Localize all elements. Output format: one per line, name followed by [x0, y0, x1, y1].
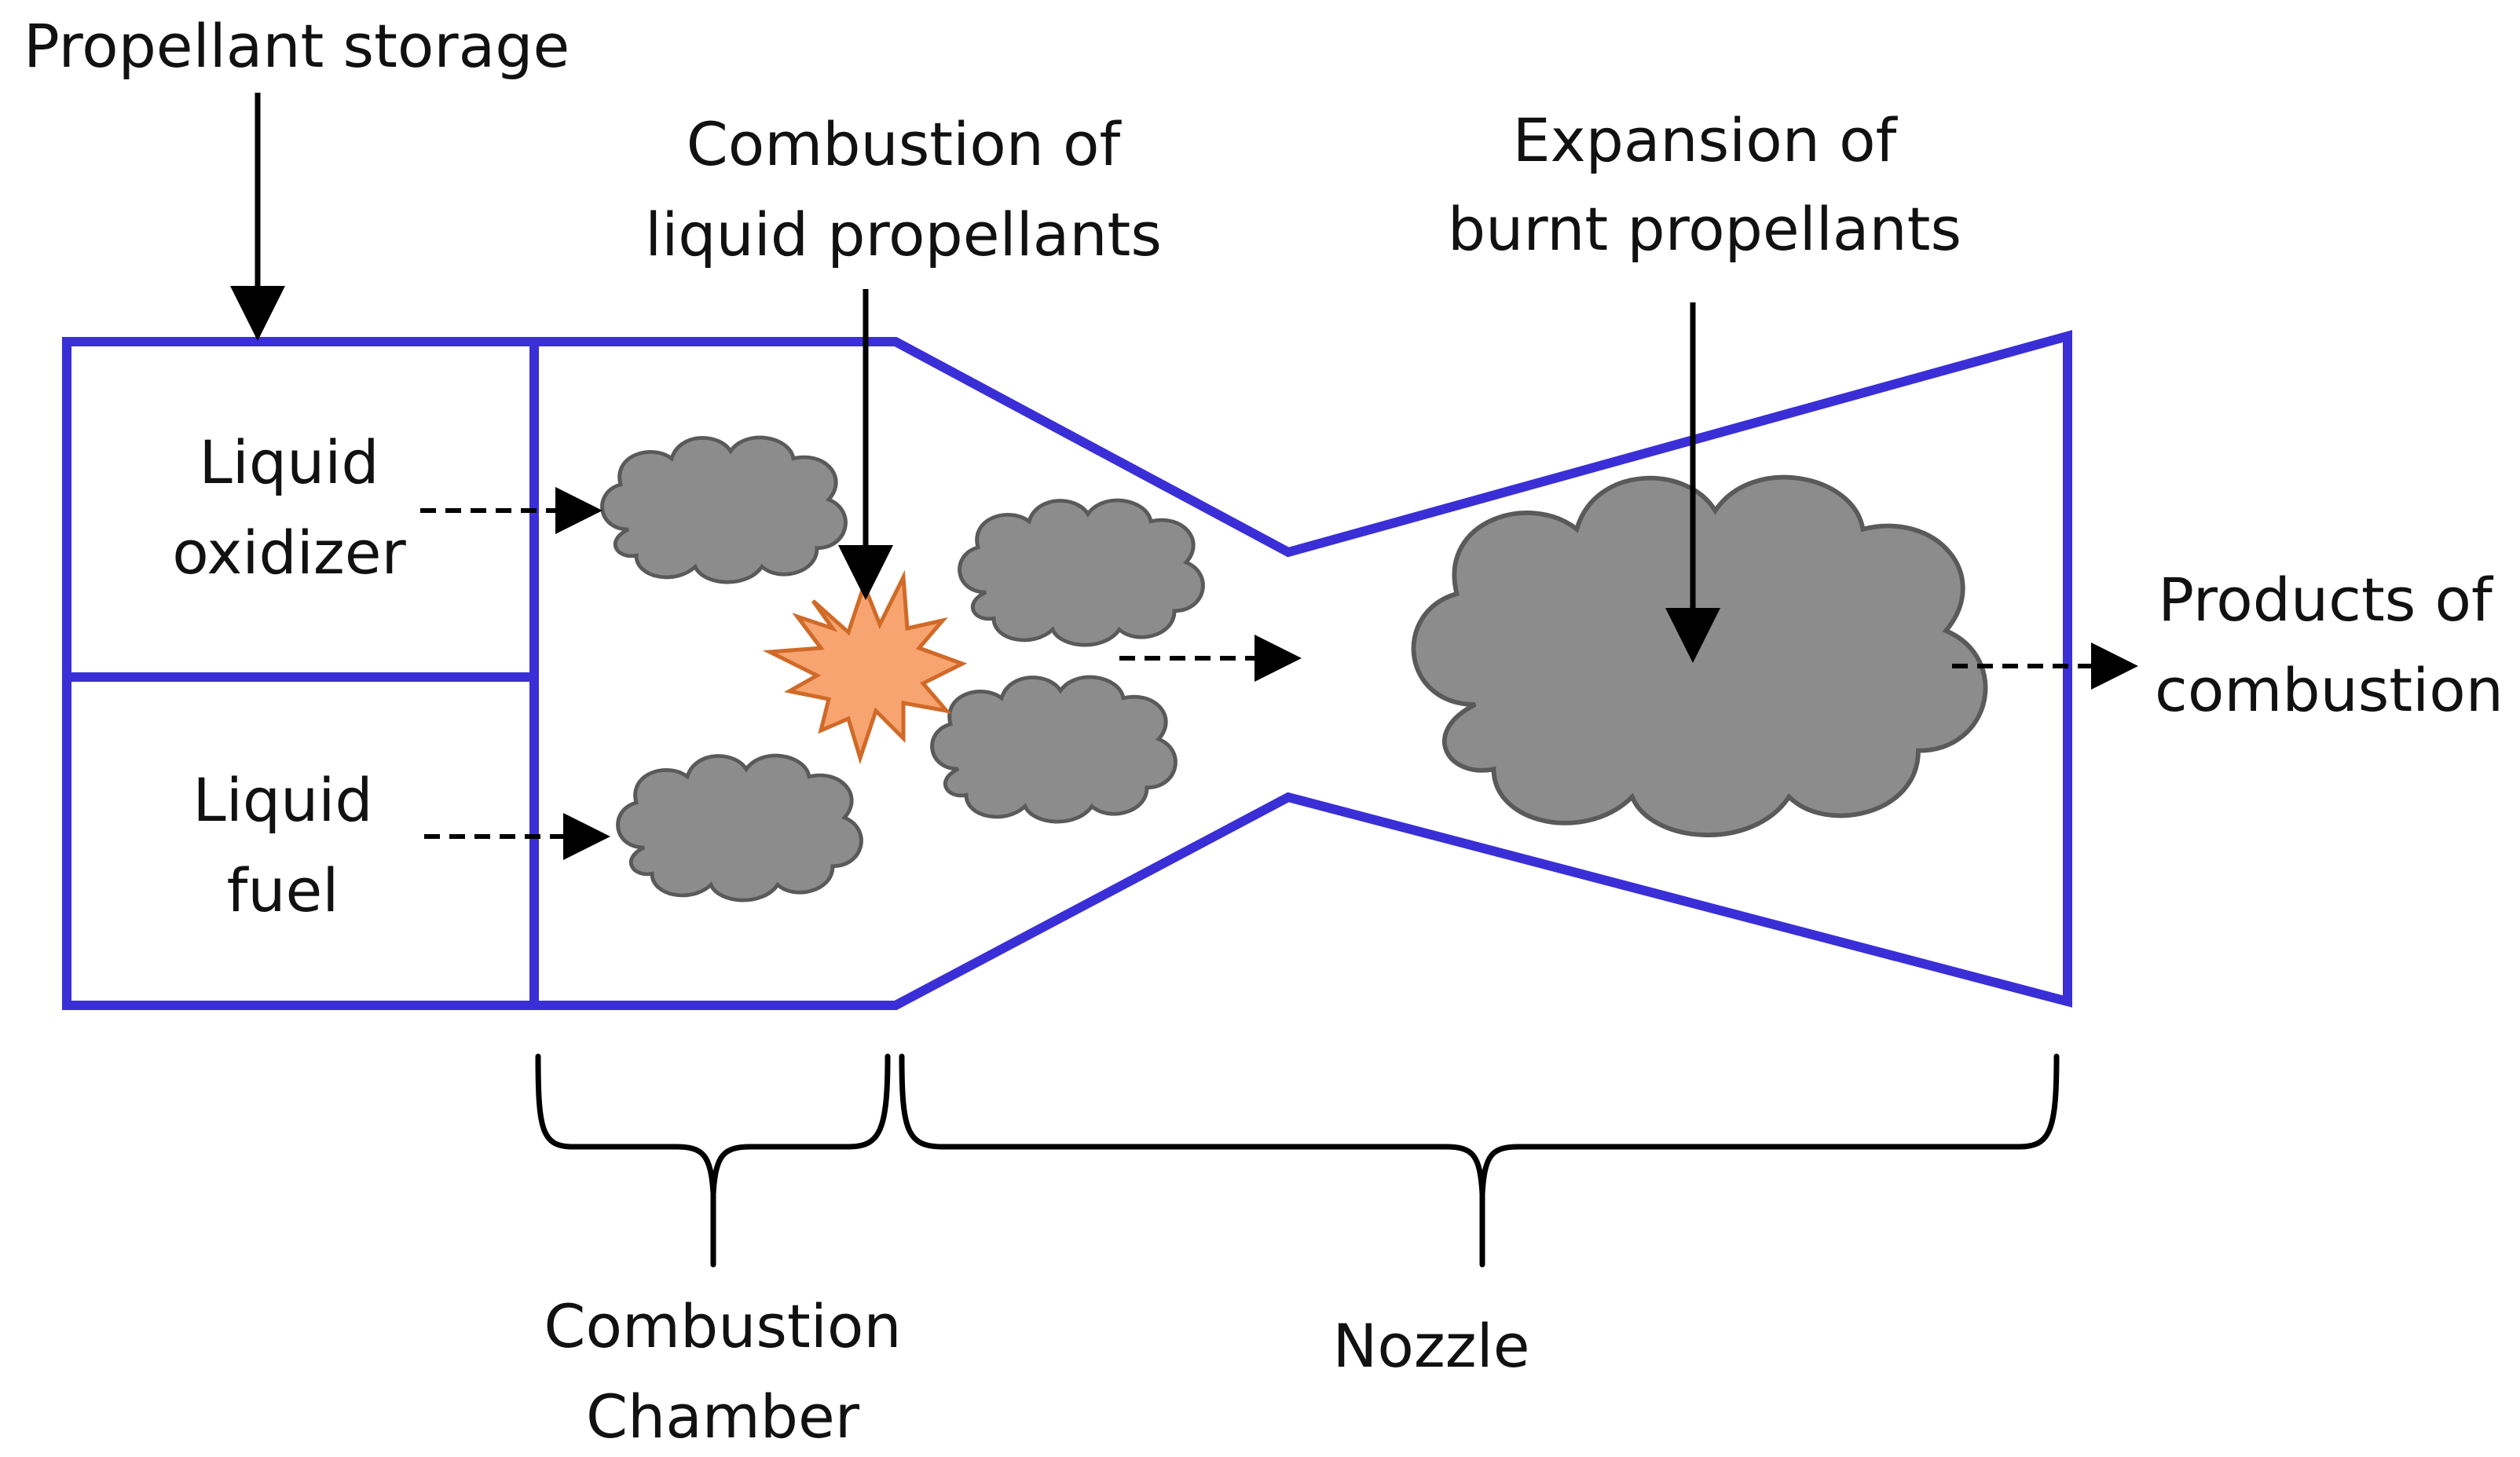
cloud-icon [932, 677, 1176, 822]
label-burnt-propellants: burnt propellants [1448, 194, 1961, 264]
label-liquid-fuel-2: fuel [227, 855, 339, 925]
brace-nozzle [899, 1053, 2060, 1268]
explosion-icon [762, 569, 968, 765]
label-liquid-fuel-1: Liquid [192, 765, 372, 835]
label-propellant-storage: Propellant storage [24, 11, 570, 81]
label-expansion-of: Expansion of [1513, 105, 1899, 175]
cloud-icon [618, 756, 862, 900]
label-combustion-chamber-2: Chamber [586, 1382, 860, 1452]
label-combustion: combustion [2155, 655, 2504, 725]
chamber-nozzle-outline [529, 330, 2072, 1010]
label-liquid-oxidizer-2: oxidizer [172, 518, 406, 588]
cloud-icon [1413, 478, 1985, 835]
label-products-of: Products of [2158, 565, 2494, 635]
label-liquid-propellants: liquid propellants [645, 200, 1162, 269]
label-combustion-chamber-1: Combustion [544, 1291, 901, 1361]
label-liquid-oxidizer-1: Liquid [199, 427, 379, 497]
label-nozzle: Nozzle [1332, 1311, 1529, 1381]
cloud-icon [960, 500, 1203, 645]
label-combustion-of: Combustion of [687, 109, 1123, 179]
cloud-icon [603, 437, 846, 582]
brace-combustion-chamber [535, 1053, 891, 1268]
